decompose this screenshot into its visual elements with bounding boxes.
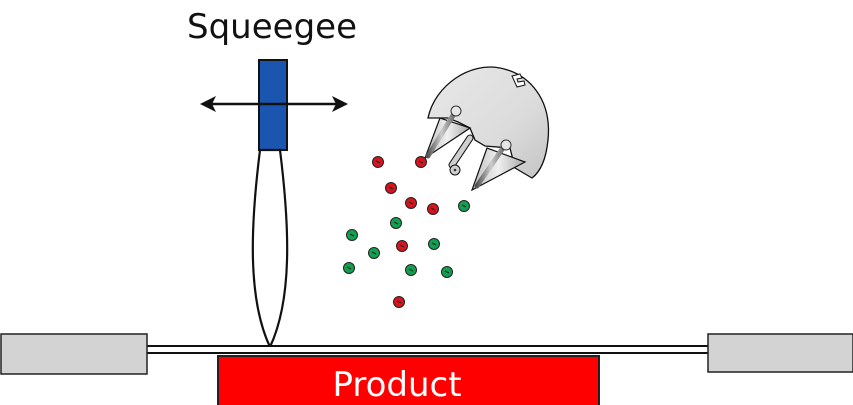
green-particle-mark (371, 251, 377, 255)
screen-stencil (147, 345, 708, 354)
green-particle-mark (444, 270, 450, 274)
red-particle-mark (396, 300, 402, 304)
red-particle-mark (430, 207, 436, 211)
green-particle-mark (408, 268, 414, 272)
green-particle-mark (346, 266, 352, 270)
green-particle-mark (393, 221, 399, 225)
squeegee-title: Squeegee (187, 7, 357, 47)
particles (343, 156, 470, 308)
motion-arrow-icon (200, 96, 348, 112)
dispenser-head-icon (423, 66, 550, 192)
product-block (217, 355, 600, 405)
green-particle-mark (431, 242, 437, 246)
red-particle-mark (375, 160, 381, 164)
red-particle-mark (388, 186, 394, 190)
green-particle-mark (461, 204, 467, 208)
red-particle-mark (399, 244, 405, 248)
right-support-block (707, 333, 853, 373)
product-label: Product (332, 365, 461, 405)
left-support-block (0, 333, 148, 375)
green-particle-mark (349, 233, 355, 237)
red-particle-mark (408, 201, 414, 205)
squeegee-blade (251, 148, 289, 350)
red-particle-mark (418, 160, 424, 164)
